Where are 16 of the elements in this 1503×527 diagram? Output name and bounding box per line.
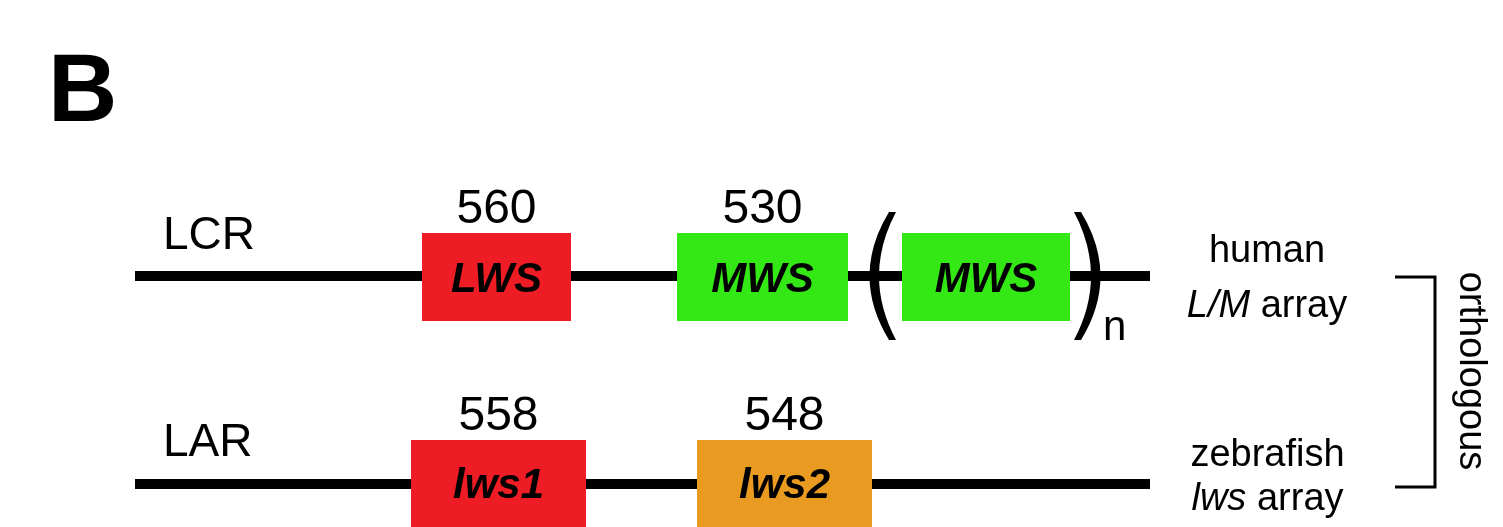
wavelength-label: 560 [455, 183, 538, 231]
gene-box: MWS [677, 233, 848, 321]
wavelength-label: 530 [721, 183, 804, 231]
array-label: zebrafish lws array [1189, 432, 1346, 520]
relationship-label: orthologous [1454, 270, 1492, 473]
array-label: human L/M array [1185, 227, 1349, 328]
locus-label: LCR [163, 210, 256, 256]
gene-box: MWS [902, 233, 1070, 321]
gene-box: lws1 [411, 440, 586, 527]
wavelength-label: 558 [457, 390, 540, 438]
wavelength-label: 548 [743, 390, 826, 438]
gene-box: LWS [422, 233, 571, 321]
repeat-count: n [1103, 305, 1127, 347]
panel-letter: B [48, 40, 118, 136]
gene-box: lws2 [697, 440, 872, 527]
locus-label: LAR [163, 417, 253, 463]
